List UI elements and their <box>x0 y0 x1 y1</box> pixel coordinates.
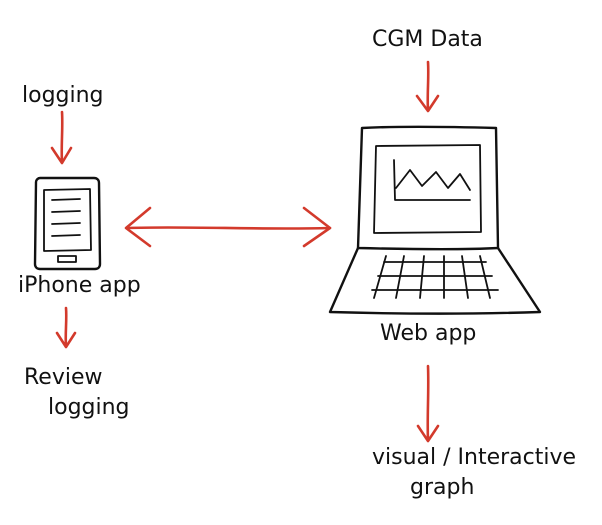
cgm-to-webapp-arrow <box>415 60 440 113</box>
webapp-to-graph-arrow <box>416 364 440 443</box>
review-logging-label-line2: logging <box>48 395 130 420</box>
cgm-data-label: CGM Data <box>372 27 483 52</box>
screen-chart-icon <box>393 159 471 201</box>
visual-graph-label-line1: visual / Interactive <box>372 445 576 470</box>
iphone-to-review-arrow <box>55 306 77 349</box>
iphone-icon <box>33 176 102 271</box>
sync-double-arrow <box>124 206 332 248</box>
keyboard-icon <box>371 255 499 299</box>
laptop-icon <box>328 125 542 315</box>
logging-to-iphone-arrow <box>50 110 73 165</box>
logging-label: logging <box>22 83 104 108</box>
iphone-app-label: iPhone app <box>18 273 141 298</box>
visual-graph-label-line2: graph <box>410 475 474 500</box>
web-app-label: Web app <box>380 321 476 346</box>
review-logging-label-line1: Review <box>24 365 103 390</box>
